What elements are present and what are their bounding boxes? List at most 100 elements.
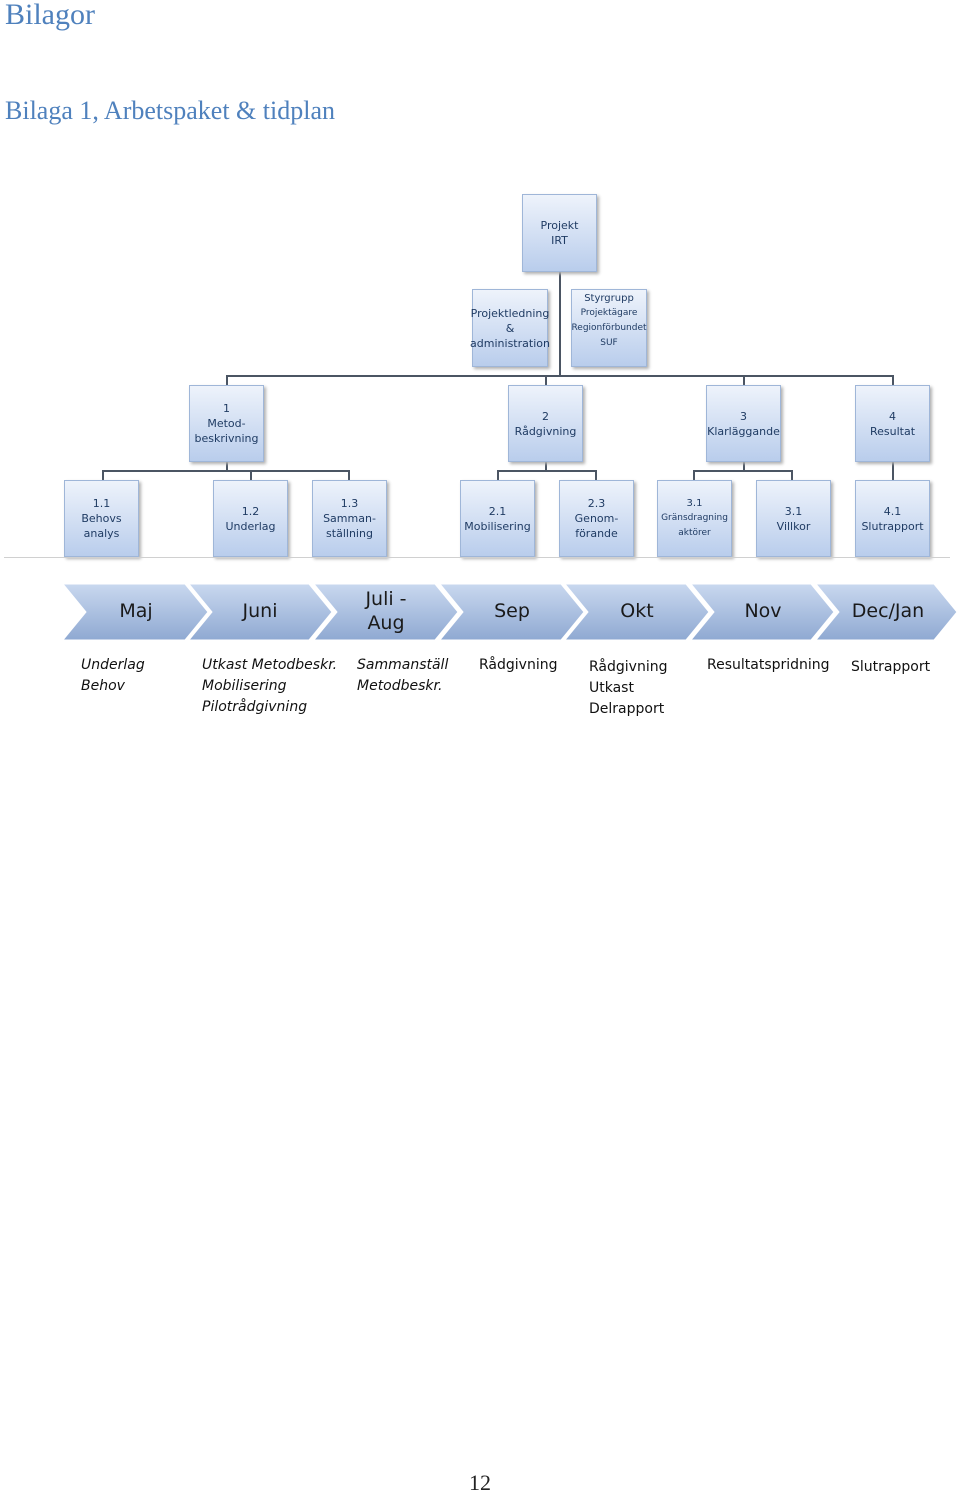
connector-g3-b <box>791 470 793 480</box>
work-package-number: 3 <box>740 409 747 423</box>
task-number: 2.1 <box>488 504 507 518</box>
month-label: Maj <box>119 600 153 622</box>
connector-l1-1 <box>226 375 228 385</box>
task-1-1: 1.1 Behovs analys <box>64 480 139 557</box>
task-label: Slutrapport <box>861 519 924 533</box>
work-package-label: Rådgivning <box>514 424 577 438</box>
chevron-okt <box>563 583 710 641</box>
connector-g2-a <box>497 470 499 480</box>
milestone-note: Slutrapport <box>851 659 931 675</box>
work-package-label: Metod- <box>207 417 246 430</box>
admin-box-line: & <box>505 321 515 335</box>
work-package-4: 4 Resultat <box>855 385 930 462</box>
steering-group-title: Styrgrupp <box>584 293 634 304</box>
milestone-notes-juli-aug: Sammanställ Metodbeskr. <box>357 655 448 697</box>
chevron-sep <box>438 583 585 641</box>
steering-group-line: SUF <box>600 338 618 348</box>
month-label: Dec/Jan <box>851 600 925 622</box>
task-2-1: 2.1 Mobilisering <box>460 480 535 557</box>
month-label: Juli - Aug <box>365 588 407 634</box>
chevron-maj <box>61 583 209 641</box>
task-label: Genom- <box>574 512 619 525</box>
page-number: 12 <box>469 1470 491 1495</box>
month-label: Sep <box>494 600 530 622</box>
connector-g1-b <box>250 470 252 480</box>
appendix-title: Bilaga 1, Arbetspaket & tidplan <box>5 96 335 125</box>
task-2-3: 2.3 Genom- förande <box>559 480 634 557</box>
milestone-notes-dec-jan: Slutrapport <box>851 657 930 678</box>
task-3-1-conditions: 3.1 Villkor <box>756 480 831 557</box>
project-box-line: IRT <box>551 234 568 247</box>
milestone-note: Sammanställ <box>357 657 449 673</box>
chevron-juni <box>187 583 333 641</box>
work-package-number: 4 <box>889 409 896 423</box>
work-package-label: beskrivning <box>194 432 259 445</box>
work-package-3: 3 Klarläggande <box>706 385 781 462</box>
section-heading: Bilagor <box>5 0 95 31</box>
connector-g1-a <box>102 470 104 480</box>
milestone-notes-nov: Resultatspridning <box>707 655 830 676</box>
connector-g4-trunk <box>892 462 894 480</box>
task-1-2: 1.2 Underlag <box>213 480 288 557</box>
connector-l1-3 <box>743 375 745 385</box>
connector-level1-bus <box>226 375 894 377</box>
task-number: 1.2 <box>241 504 260 518</box>
task-label: Behovs <box>81 512 122 525</box>
task-label: analys <box>83 527 120 540</box>
task-3-1-boundaries: 3.1 Gränsdragning aktörer <box>657 480 732 557</box>
chart-bottom-rule <box>4 557 950 558</box>
chevron-juli-aug <box>312 583 459 641</box>
task-number: 1.3 <box>340 497 359 510</box>
work-package-2: 2 Rådgivning <box>508 385 583 462</box>
task-number: 3.1 <box>686 498 703 509</box>
connector-l1-4 <box>892 375 894 385</box>
milestone-note: Underlag <box>81 657 145 673</box>
task-number: 2.3 <box>587 497 606 510</box>
project-box: Projekt IRT <box>522 194 597 272</box>
milestone-notes-okt: Rådgivning Utkast Delrapport <box>589 657 667 720</box>
milestone-note: Delrapport <box>589 701 665 717</box>
month-label: Nov <box>744 600 782 622</box>
task-label: ställning <box>326 527 373 540</box>
work-package-label: Klarläggande <box>707 424 780 438</box>
connector-g3-bus <box>693 470 793 472</box>
work-package-label: Resultat <box>869 424 916 438</box>
steering-group-box: Styrgrupp Projektägare Regionförbundet S… <box>571 289 647 367</box>
work-package-number: 2 <box>542 409 549 423</box>
admin-box-line: administration <box>470 336 550 350</box>
milestone-note: Metodbeskr. <box>357 678 443 694</box>
connector-root-trunk <box>559 272 561 376</box>
month-label: Okt <box>620 600 654 622</box>
work-package-1: 1 Metod- beskrivning <box>189 385 264 462</box>
connector-g2-bus <box>497 470 597 472</box>
task-1-3: 1.3 Samman- ställning <box>312 480 387 557</box>
task-number: 1.1 <box>92 497 111 510</box>
connector-g3-trunk <box>743 462 745 471</box>
milestone-note: Resultatspridning <box>707 657 830 673</box>
connector-g2-b <box>595 470 597 480</box>
admin-box: Projektledning & administration <box>470 289 550 367</box>
task-label: Underlag <box>225 519 276 533</box>
task-4-1: 4.1 Slutrapport <box>855 480 930 557</box>
milestone-notes-maj: Underlag Behov <box>81 655 145 697</box>
milestone-note: Mobilisering <box>202 678 287 694</box>
task-number: 3.1 <box>784 504 803 518</box>
task-label: Villkor <box>776 519 811 533</box>
org-chart: Projekt IRT Projektledning & administrat… <box>4 168 950 558</box>
chevron-dec-jan <box>814 583 958 641</box>
admin-box-line: Projektledning <box>470 306 550 320</box>
connector-g1-bus <box>102 470 350 472</box>
milestone-notes-juni: Utkast Metodbeskr. Mobilisering Pilotråd… <box>202 655 337 718</box>
connector-g2-trunk <box>545 462 547 471</box>
timeline-chevrons <box>61 583 958 641</box>
project-box-line: Projekt <box>540 219 579 232</box>
task-label: aktörer <box>678 528 711 538</box>
steering-group-line: Regionförbundet <box>571 323 647 333</box>
milestone-note: Rådgivning <box>479 657 558 673</box>
milestone-note: Utkast Metodbeskr. <box>202 657 338 673</box>
work-package-number: 1 <box>223 402 230 415</box>
task-label: Mobilisering <box>464 519 531 533</box>
connector-g1-trunk <box>226 462 228 471</box>
milestone-note: Pilotrådgivning <box>202 699 308 715</box>
timeline: Maj Juni Juli - Aug Sep Okt Nov Dec/Jan <box>0 580 960 650</box>
